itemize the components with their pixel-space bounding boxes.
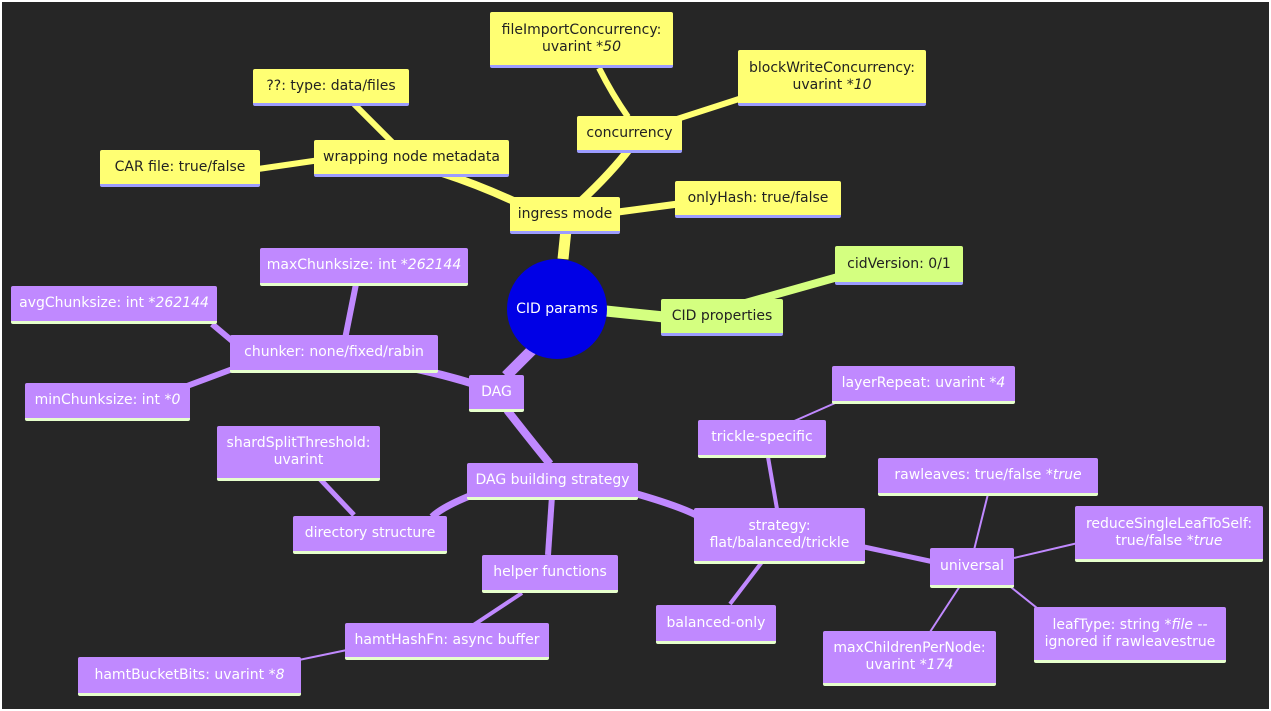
link-wrapping-type: [351, 101, 395, 145]
dag-building-strategy-node[interactable]: DAG building strategy: [467, 463, 638, 500]
type-label: ??: type: data/files: [266, 77, 396, 94]
link-universal-maxchildren: [929, 585, 961, 633]
car-label: CAR file: true/false: [114, 158, 246, 175]
link-chunker-max: [342, 283, 359, 340]
hamt-hash-label: hamtHashFn: async buffer: [354, 631, 540, 648]
max-chunksize-node[interactable]: maxChunksize: int *262144: [260, 248, 468, 286]
shard-split-threshold-node[interactable]: shardSplitThreshold: uvarint: [217, 426, 380, 481]
link-ingress-concurrency: [577, 145, 634, 205]
rawleaves-node[interactable]: rawleaves: true/false *true: [878, 458, 1098, 496]
reduce-single-leaf-text: reduceSingleLeafToSelf: true/false *true: [1085, 515, 1253, 549]
dag-label: DAG: [481, 383, 512, 400]
layer-repeat-text: layerRepeat: uvarint *4: [841, 375, 1006, 391]
hamt-bucket-text: hamtBucketBits: uvarint *8: [94, 666, 285, 683]
min-chunksize-node[interactable]: minChunksize: int *0: [25, 383, 190, 421]
trickle-label: trickle-specific: [711, 429, 813, 445]
file-import-concurrency-node[interactable]: fileImportConcurrency: uvarint *50: [490, 12, 673, 68]
shard-split-text: shardSplitThreshold: uvarint: [226, 435, 371, 468]
wrapping-node-metadata-node[interactable]: wrapping node metadata: [314, 140, 509, 177]
reduce-single-leaf-node[interactable]: reduceSingleLeafToSelf: true/false *true: [1075, 506, 1263, 562]
link-directory-shard: [318, 477, 356, 517]
min-chunksize-text: minChunksize: int *0: [34, 392, 181, 408]
cid-properties-label: CID properties: [671, 307, 773, 324]
link-hamthash-bits: [293, 649, 348, 662]
chunker-label: chunker: none/fixed/rabin: [244, 344, 424, 360]
avg-chunksize-node[interactable]: avgChunksize: int *262144: [11, 286, 217, 324]
ingress-mode-label: ingress mode: [517, 205, 613, 222]
wrapping-label: wrapping node metadata: [323, 148, 500, 165]
block-write-concurrency-node[interactable]: blockWriteConcurrency: uvarint *10: [738, 50, 926, 106]
dag-node[interactable]: DAG: [469, 375, 524, 412]
link-building-directory: [429, 491, 474, 520]
root-node[interactable]: CID params: [507, 259, 607, 359]
leaf-type-node[interactable]: leafType: string *file -- ignored if raw…: [1034, 607, 1226, 663]
cid-version-label: cidVersion: 0/1: [847, 255, 951, 272]
link-concurrency-blockwrite: [673, 95, 743, 123]
link-strategy-balanced: [728, 560, 764, 606]
hamt-hash-fn-node[interactable]: hamtHashFn: async buffer: [345, 623, 549, 660]
max-children-text: maxChildrenPerNode: uvarint *174: [833, 640, 986, 673]
type-data-files-node[interactable]: ??: type: data/files: [253, 69, 409, 106]
link-building-strategy: [636, 490, 702, 521]
dag-building-label: DAG building strategy: [475, 471, 630, 488]
chunker-node[interactable]: chunker: none/fixed/rabin: [230, 335, 438, 373]
concurrency-node[interactable]: concurrency: [577, 116, 682, 153]
balanced-label: balanced-only: [666, 614, 766, 631]
link-concurrency-fileimport: [596, 66, 631, 119]
car-file-node[interactable]: CAR file: true/false: [100, 150, 260, 187]
block-write-text: blockWriteConcurrency: uvarint *10: [748, 59, 916, 93]
link-root-cidprops: [605, 305, 665, 323]
link-chunker-min: [185, 364, 240, 389]
link-root-dag: [502, 346, 536, 380]
avg-chunksize-text: avgChunksize: int *262144: [19, 295, 209, 311]
only-hash-node[interactable]: onlyHash: true/false: [675, 181, 841, 218]
link-ingress-onlyhash: [617, 200, 679, 216]
root-label: CID params: [516, 301, 598, 317]
link-strategy-universal: [863, 544, 935, 565]
leaf-type-text: leafType: string *file -- ignored if raw…: [1044, 616, 1216, 650]
rawleaves-text: rawleaves: true/false *true: [894, 467, 1082, 483]
helper-functions-node[interactable]: helper functions: [482, 555, 618, 593]
link-strategy-trickle: [766, 456, 779, 510]
cid-version-node[interactable]: cidVersion: 0/1: [835, 246, 963, 285]
layer-repeat-node[interactable]: layerRepeat: uvarint *4: [832, 366, 1015, 404]
max-children-per-node-node[interactable]: maxChildrenPerNode: uvarint *174: [823, 631, 996, 686]
universal-label: universal: [939, 558, 1005, 574]
trickle-specific-node[interactable]: trickle-specific: [698, 420, 826, 458]
link-helper-hamthash: [470, 591, 524, 628]
strategy-node[interactable]: strategy: flat/balanced/trickle: [694, 508, 865, 564]
universal-node[interactable]: universal: [930, 548, 1014, 588]
cid-properties-node[interactable]: CID properties: [661, 299, 783, 336]
only-hash-label: onlyHash: true/false: [687, 189, 829, 206]
link-universal-reduce: [1013, 542, 1079, 559]
file-import-text: fileImportConcurrency: uvarint *50: [501, 21, 662, 55]
directory-label: directory structure: [304, 525, 436, 541]
hamt-bucket-bits-node[interactable]: hamtBucketBits: uvarint *8: [78, 657, 301, 696]
link-universal-rawleaves: [973, 493, 989, 551]
helper-label: helper functions: [493, 564, 607, 580]
ingress-mode-node[interactable]: ingress mode: [510, 197, 620, 234]
link-dag-building: [503, 407, 554, 467]
strategy-text: strategy: flat/balanced/trickle: [709, 517, 850, 551]
balanced-only-node[interactable]: balanced-only: [656, 605, 776, 644]
link-wrapping-car: [257, 157, 321, 172]
directory-structure-node[interactable]: directory structure: [293, 516, 447, 554]
max-chunksize-text: maxChunksize: int *262144: [266, 257, 462, 273]
link-building-helper: [545, 495, 555, 556]
concurrency-label: concurrency: [586, 124, 673, 141]
